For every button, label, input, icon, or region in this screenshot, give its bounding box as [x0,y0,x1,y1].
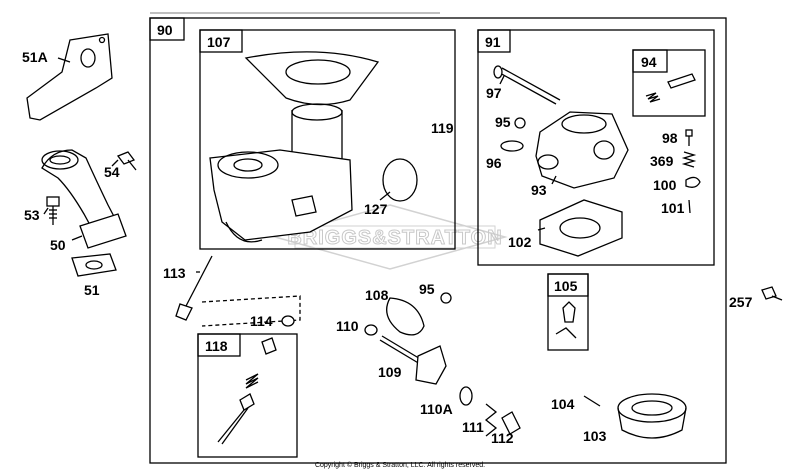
callout-103: 103 [583,428,607,444]
box-label-frame-118 [197,333,241,357]
part-109-choke-shaft [379,335,447,385]
callout-93: 93 [531,182,547,198]
part-100-clip [685,176,701,188]
assembly-box-118 [197,333,298,458]
assembly-box-90 [149,17,727,464]
part-108-choke-plate [386,297,425,336]
callout-102: 102 [508,234,532,250]
part-94-idle-screw [645,73,696,103]
copyright-notice: Copyright © Briggs & Stratton, LLC. All … [314,462,486,469]
watermark-text: BRIGGS&STRATTON [287,227,502,249]
box-label-frame-107 [199,29,243,53]
callout-108: 108 [365,287,389,303]
part-107-carburetor-body [209,51,380,243]
callout-110A: 110A [420,401,453,417]
callout-119: 119 [431,120,454,136]
part-104-pin [583,395,601,407]
callout-113: 113 [163,265,186,281]
part-118-needle-assembly [217,337,277,445]
part-53-bolt [46,196,60,225]
part-95-screw-lower [440,292,452,304]
part-369-spring [681,151,697,168]
part-114-o-ring [281,315,295,327]
box-label-90: 90 [157,22,173,38]
part-98-screw [685,129,693,146]
box-label-frame-105 [547,273,589,297]
part-112-screw [501,411,521,435]
part-103-float-bowl [617,393,687,439]
callout-96: 96 [486,155,502,171]
box-label-91: 91 [485,34,501,50]
callout-95-upper: 95 [495,114,511,130]
part-102-gasket [539,199,623,257]
callout-109: 109 [378,364,402,380]
callout-112: 112 [491,430,514,446]
callout-51: 51 [84,282,100,298]
callout-104: 104 [551,396,575,412]
part-257-screw [761,286,783,301]
part-97-throttle-shaft [493,65,561,105]
dashed-leader-113 [201,295,301,327]
part-51A-gasket [26,33,113,121]
part-54-screw [116,151,137,171]
part-50-intake-elbow [41,149,127,249]
box-label-frame-90 [149,17,185,41]
callout-53: 53 [24,207,40,223]
leader-lines [43,57,557,273]
part-95-screw-upper [514,117,526,129]
callout-51A: 51A [22,49,48,65]
part-101-pin [688,199,691,214]
box-label-105: 105 [554,278,578,294]
part-113-needle [175,255,213,321]
part-110A-seal [459,386,473,406]
callouts: 51A 54 53 50 51 127 119 97 95 96 93 98 3… [22,49,753,446]
part-110-seal [364,324,378,336]
assembly-box-94 [632,49,706,117]
box-label-94: 94 [641,54,657,70]
callout-101: 101 [661,200,685,216]
callout-110: 110 [336,318,359,334]
callout-111: 111 [462,419,484,435]
part-105-needle-seat [555,301,577,339]
part-96-throttle-valve [500,140,524,152]
callout-95-lower: 95 [419,281,435,297]
part-127-welch-plug [382,158,418,202]
box-label-frame-94 [632,49,668,73]
assembly-box-91 [477,29,715,266]
callout-50: 50 [50,237,66,253]
box-label-118: 118 [205,338,228,354]
part-93-upper-body [535,111,629,189]
callout-98: 98 [662,130,678,146]
part-51-gasket [71,253,117,277]
callout-369: 369 [650,153,674,169]
callout-127: 127 [364,201,388,217]
box-label-frame-91 [477,29,511,53]
callout-100: 100 [653,177,677,193]
callout-257: 257 [729,294,753,310]
assembly-box-107 [199,29,456,250]
part-111-spring [484,403,498,437]
box-label-107: 107 [207,34,231,50]
callout-114: 114 [250,313,273,329]
callout-54: 54 [104,164,120,180]
callout-97: 97 [486,85,502,101]
